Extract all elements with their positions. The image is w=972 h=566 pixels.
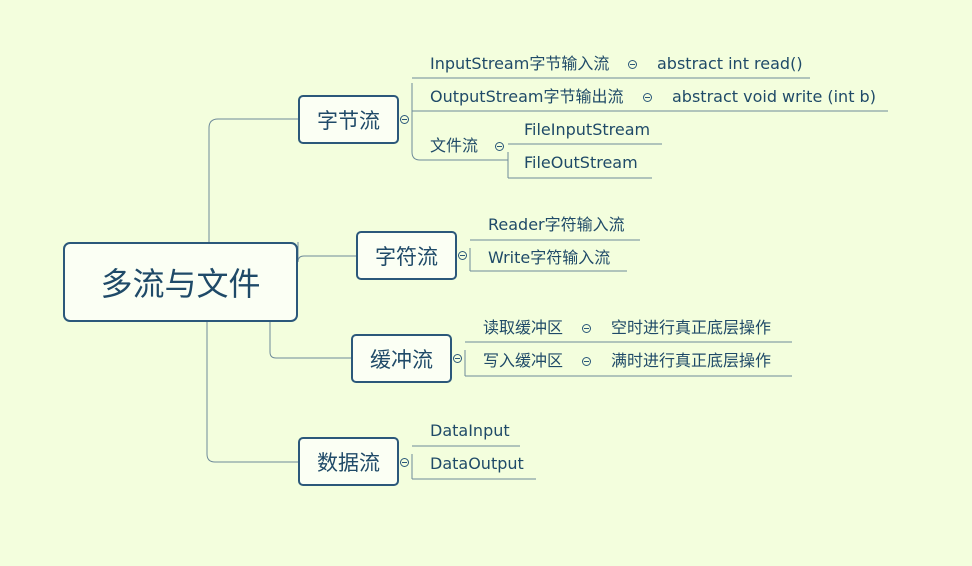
detail-read-buffer[interactable]: 空时进行真正底层操作 <box>611 318 772 337</box>
subtopic-output-stream[interactable]: OutputStream字节输出流 <box>430 87 624 106</box>
collapse-icon[interactable] <box>628 60 637 69</box>
topic-byte-stream[interactable]: 字节流 <box>298 95 399 144</box>
root-topic[interactable]: 多流与文件 <box>63 242 298 322</box>
leaf-file-input-stream[interactable]: FileInputStream <box>524 120 651 139</box>
detail-output-stream[interactable]: abstract void write (int b) <box>672 87 876 106</box>
subtopic-reader[interactable]: Reader字符输入流 <box>488 215 625 234</box>
leaf-file-out-stream[interactable]: FileOutStream <box>524 153 638 172</box>
subtopic-data-input[interactable]: DataInput <box>430 421 510 440</box>
topic-byte-stream-label: 字节流 <box>317 108 380 133</box>
topic-data-stream[interactable]: 数据流 <box>298 437 399 486</box>
subtopic-write[interactable]: Write字符输入流 <box>488 248 611 267</box>
collapse-icon[interactable] <box>400 115 409 124</box>
detail-write-buffer[interactable]: 满时进行真正底层操作 <box>611 351 772 370</box>
collapse-icon[interactable] <box>400 458 409 467</box>
subtopic-input-stream[interactable]: InputStream字节输入流 <box>430 54 610 73</box>
topic-data-stream-label: 数据流 <box>317 450 380 475</box>
collapse-icon[interactable] <box>495 142 504 151</box>
subtopic-file-stream[interactable]: 文件流 <box>430 136 479 155</box>
topic-buffer-stream-label: 缓冲流 <box>370 347 433 372</box>
topic-buffer-stream[interactable]: 缓冲流 <box>351 334 452 383</box>
topic-char-stream-label: 字符流 <box>375 244 438 269</box>
subtopic-write-buffer[interactable]: 写入缓冲区 <box>483 351 564 370</box>
root-topic-label: 多流与文件 <box>100 265 261 303</box>
collapse-icon[interactable] <box>453 354 462 363</box>
subtopic-data-output[interactable]: DataOutput <box>430 454 524 473</box>
collapse-icon[interactable] <box>582 357 591 366</box>
detail-input-stream[interactable]: abstract int read() <box>657 54 803 73</box>
collapse-icon[interactable] <box>458 251 467 260</box>
collapse-icon[interactable] <box>643 93 652 102</box>
collapse-icon[interactable] <box>582 324 591 333</box>
subtopic-read-buffer[interactable]: 读取缓冲区 <box>483 318 564 337</box>
topic-char-stream[interactable]: 字符流 <box>356 231 457 280</box>
